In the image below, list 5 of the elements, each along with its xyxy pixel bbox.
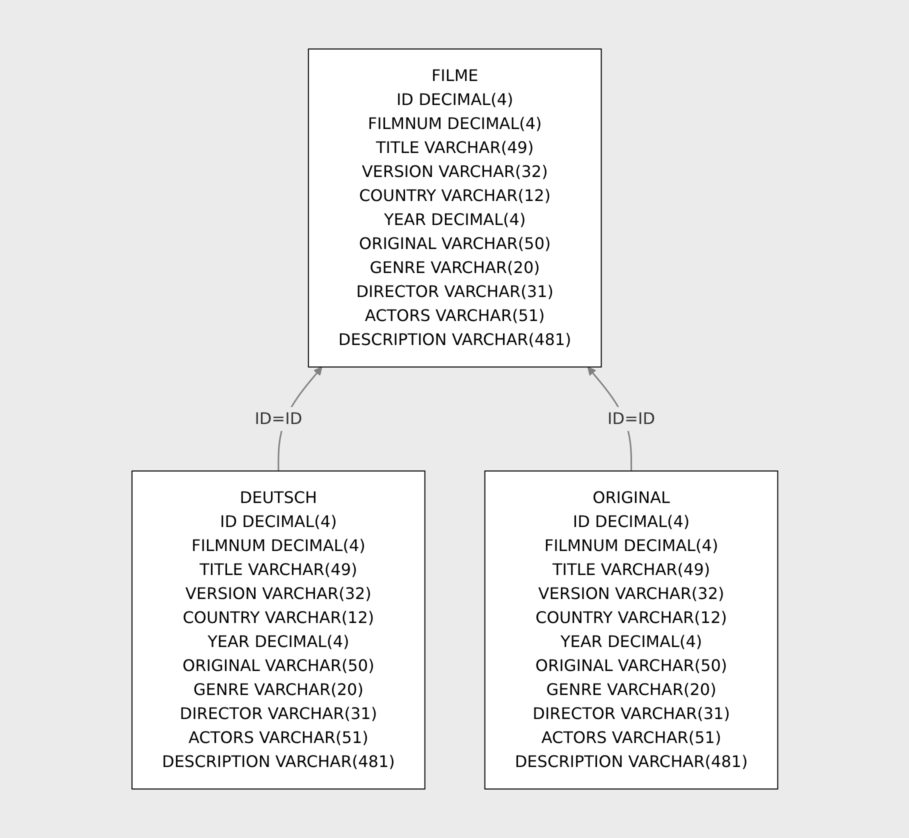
node-box: FILME ID DECIMAL(4) FILMNUM DECIMAL(4) TITLE VARCHAR(49) VERSION VARCHAR(32) COUNTRY VARCHAR(12) YEAR DECIMAL(4) ORIGINAL VARCHAR(50) GENRE VARCHAR(20) DIRECTOR VARCHAR(31) ACTORS VARCHAR(51) DESCRIPTION VARCHAR(481) xyxy=(308,48,602,368)
edge-label: ID=ID xyxy=(607,409,655,428)
node-box: ORIGINAL ID DECIMAL(4) FILMNUM DECIMAL(4) TITLE VARCHAR(49) VERSION VARCHAR(32) COUNTRY VARCHAR(12) YEAR DECIMAL(4) ORIGINAL VARCHAR(50) GENRE VARCHAR(20) DIRECTOR VARCHAR(31) ACTORS VARCHAR(51) DESCRIPTION VARCHAR(481) xyxy=(484,470,778,790)
edge-label: ID=ID xyxy=(254,409,302,428)
node-box: DEUTSCH ID DECIMAL(4) FILMNUM DECIMAL(4) TITLE VARCHAR(49) VERSION VARCHAR(32) COUNTRY VARCHAR(12) YEAR DECIMAL(4) ORIGINAL VARCHAR(50) GENRE VARCHAR(20) DIRECTOR VARCHAR(31) ACTORS VARCHAR(51) DESCRIPTION VARCHAR(481) xyxy=(131,470,425,790)
